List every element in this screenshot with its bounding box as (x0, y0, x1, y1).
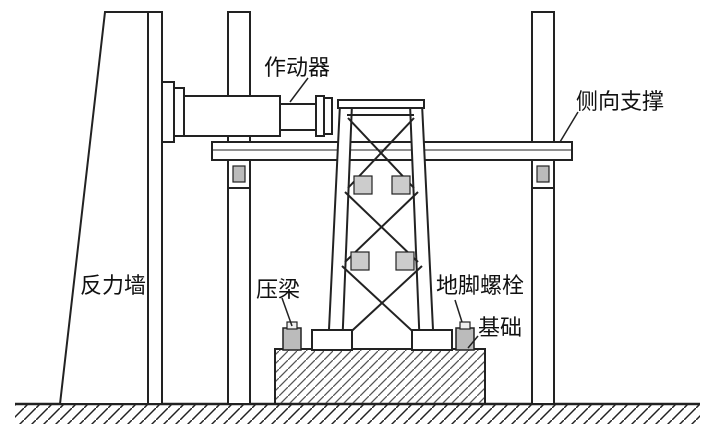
anchor-bolt-right (455, 321, 475, 351)
ground (15, 402, 700, 424)
foundation-label: 基础 (478, 316, 523, 341)
foundation-block (274, 348, 486, 405)
anchor-bolt-left (282, 321, 302, 351)
press-beam-label: 压梁 (256, 278, 301, 303)
lateral-support-beam (211, 141, 573, 189)
actuator (161, 81, 333, 143)
reaction-wall (58, 11, 163, 405)
actuator-label: 作动器 (264, 56, 331, 81)
leader-lines (281, 77, 579, 349)
column-left (227, 11, 251, 405)
reaction-wall-label: 反力墙 (80, 274, 147, 299)
column-right (531, 11, 555, 405)
lattice-tower (311, 99, 453, 351)
anchor-bolt-label: 地脚螺栓 (436, 274, 525, 299)
lateral-brace-label: 侧向支撑 (576, 90, 665, 115)
